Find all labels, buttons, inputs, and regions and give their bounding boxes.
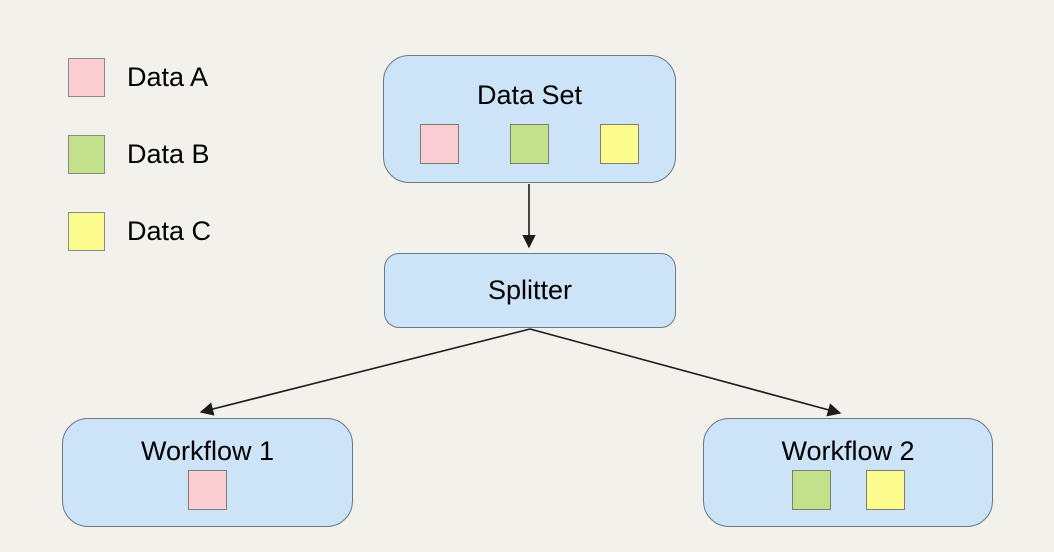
legend: Data A Data B Data C <box>68 58 211 251</box>
data-c-swatch <box>68 212 105 251</box>
data-a-square <box>420 124 459 164</box>
legend-label-data-b: Data B <box>127 139 210 169</box>
legend-item-data-a: Data A <box>68 58 211 97</box>
legend-item-data-c: Data C <box>68 212 211 251</box>
legend-label-data-a: Data A <box>127 62 209 92</box>
data-a-square <box>188 469 227 510</box>
node-workflow-1-title: Workflow 1 <box>140 435 275 466</box>
node-workflow-1[interactable]: Workflow 1 <box>62 418 353 527</box>
legend-label-data-c: Data C <box>127 216 212 246</box>
node-workflow-2-squares <box>791 469 905 510</box>
node-splitter[interactable]: Splitter <box>384 253 676 328</box>
arrow-splitter-to-workflow-2 <box>529 328 842 417</box>
data-c-square <box>600 124 639 164</box>
node-workflow-1-squares <box>188 469 227 510</box>
node-data-set-squares <box>420 124 639 164</box>
arrow-splitter-to-workflow-1 <box>199 328 531 416</box>
data-a-swatch <box>68 58 105 97</box>
data-b-square <box>791 469 831 510</box>
data-b-swatch <box>68 135 105 174</box>
node-workflow-2-title: Workflow 2 <box>781 435 915 466</box>
legend-item-data-b: Data B <box>68 135 211 174</box>
node-workflow-2[interactable]: Workflow 2 <box>703 418 993 527</box>
node-splitter-title: Splitter <box>487 275 573 305</box>
data-b-square <box>510 124 549 164</box>
node-data-set-title: Data Set <box>476 80 583 110</box>
node-data-set[interactable]: Data Set <box>383 55 676 183</box>
data-c-square <box>865 469 905 510</box>
